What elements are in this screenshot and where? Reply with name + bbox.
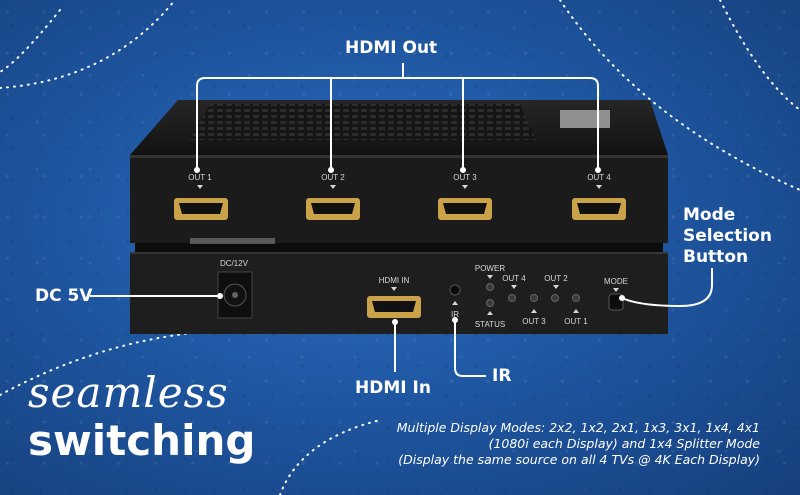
svg-text:OUT 2: OUT 2 [321, 173, 345, 182]
description-line-3: (Display the same source on all 4 TVs @ … [398, 452, 760, 467]
svg-text:OUT 3: OUT 3 [522, 317, 546, 326]
callout-hdmi-out: HDMI Out [345, 38, 438, 58]
ir-receiver: IR [449, 284, 461, 319]
svg-text:OUT 4: OUT 4 [502, 274, 526, 283]
hdmi-out-port-2: OUT 2 [306, 173, 360, 220]
callout-mode-line-2: Selection [683, 226, 772, 246]
callout-mode-line-1: Mode [683, 205, 736, 225]
dc-power-jack: DC/12V [217, 259, 253, 319]
svg-text:IR: IR [451, 310, 459, 319]
description-line-2: (1080i each Display) and 1x4 Splitter Mo… [488, 436, 760, 451]
callout-ir: IR [492, 366, 512, 386]
svg-text:DC/12V: DC/12V [220, 259, 249, 268]
svg-text:OUT 1: OUT 1 [188, 173, 212, 182]
tagline-script: seamless [28, 368, 229, 417]
svg-text:OUT 4: OUT 4 [587, 173, 611, 182]
svg-text:OUT 2: OUT 2 [544, 274, 568, 283]
callout-mode-selection-button: Mode Selection Button [683, 205, 772, 268]
svg-text:HDMI IN: HDMI IN [379, 276, 410, 285]
description-line-1: Multiple Display Modes: 2x2, 1x2, 2x1, 1… [396, 420, 760, 435]
callout-dc-5v: DC 5V [35, 286, 93, 306]
hdmi-out-port-3: OUT 3 [438, 173, 492, 220]
status-leds: POWER STATUS OUT 4 OUT 3 OUT 2 OUT 1 [475, 264, 588, 329]
svg-text:POWER: POWER [475, 264, 505, 273]
callout-mode-line-3: Button [683, 247, 749, 267]
mode-description: Multiple Display Modes: 2x2, 1x2, 2x1, 1… [320, 420, 760, 468]
svg-text:MODE: MODE [604, 277, 628, 286]
callout-hdmi-in: HDMI In [355, 378, 431, 398]
hdmi-out-port-4: OUT 4 [572, 173, 626, 220]
svg-text:OUT 1: OUT 1 [564, 317, 588, 326]
hdmi-in-port: HDMI IN [367, 276, 421, 318]
tagline-bold: switching [28, 416, 256, 465]
svg-text:STATUS: STATUS [475, 320, 505, 329]
hdmi-out-port-1: OUT 1 [174, 173, 228, 220]
svg-text:OUT 3: OUT 3 [453, 173, 477, 182]
